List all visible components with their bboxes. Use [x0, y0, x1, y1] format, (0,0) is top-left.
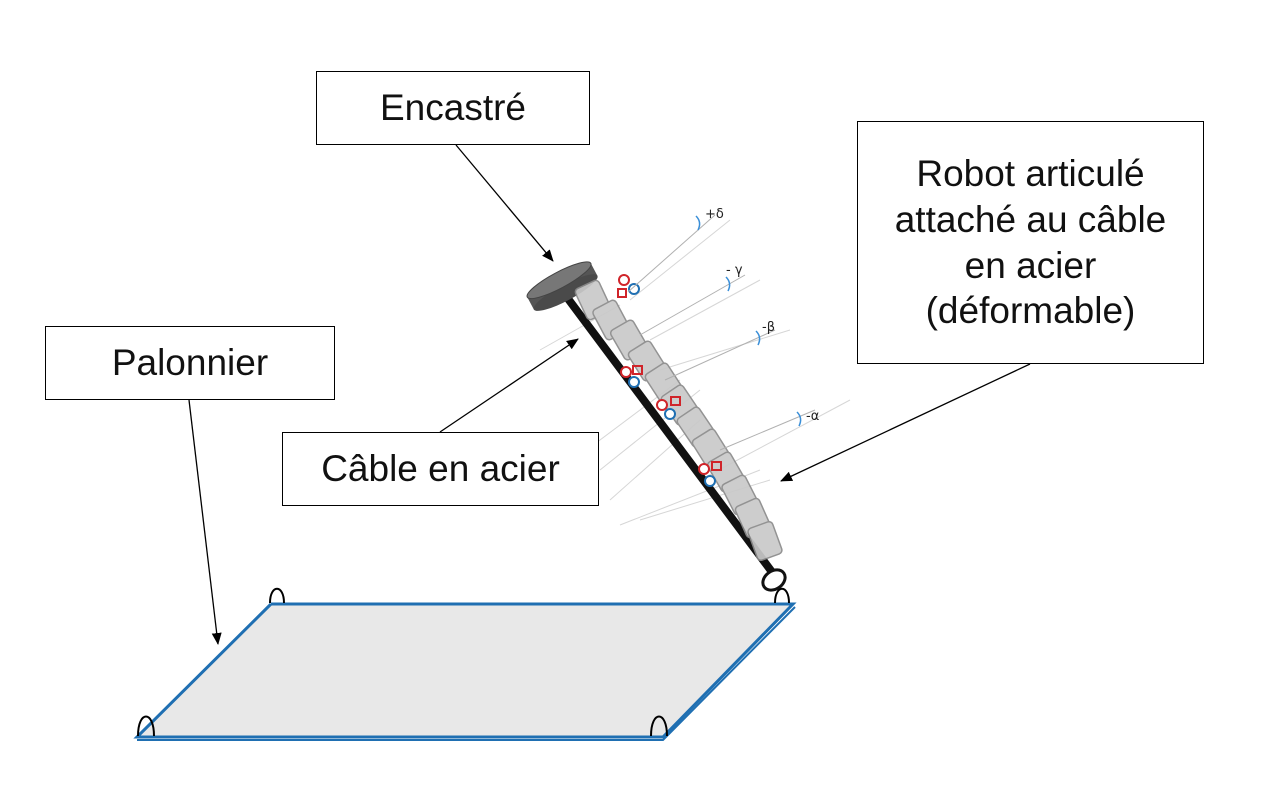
arrow-palonnier [188, 399, 222, 645]
actuator-blue [628, 376, 640, 388]
label-encastre-text: Encastré [379, 87, 526, 129]
label-palonnier-text: Palonnier [111, 342, 269, 384]
actuator-blue [704, 475, 716, 487]
label-robot-line-3: en acier [964, 244, 1097, 286]
angle-arc-alpha [796, 411, 802, 427]
label-cable-text: Câble en acier [321, 448, 560, 490]
steel-cable [556, 284, 776, 576]
actuator-red [618, 274, 630, 286]
actuator-red [698, 463, 710, 475]
label-robot-line-1: Robot articulé [916, 152, 1145, 194]
label-encastre: Encastré [316, 71, 590, 145]
angle-label-gamma: - γ [726, 263, 743, 278]
angle-label-alpha: -α [806, 409, 819, 424]
actuator-red [656, 399, 668, 411]
palonnier-plate [133, 587, 797, 741]
angle-label-delta: +δ [705, 207, 724, 222]
callout-arrows [188, 144, 1031, 645]
actuator-blue [664, 408, 676, 420]
arrow-encastre [455, 144, 554, 262]
angle-label-beta: -β [762, 320, 775, 335]
angle-arc-gamma [725, 276, 731, 292]
lifting-loop [269, 587, 285, 604]
encastre-anchor [526, 261, 598, 311]
arrow-cable [439, 338, 579, 433]
label-palonnier: Palonnier [45, 326, 335, 400]
arrow-robot [780, 363, 1031, 482]
label-cable: Câble en acier [282, 432, 599, 506]
robot-segments [574, 279, 783, 562]
actuator-blue [628, 283, 640, 295]
label-robot: Robot articulé attaché au câble en acier… [857, 121, 1204, 364]
actuator-red [620, 366, 632, 378]
lifting-loop [650, 715, 668, 737]
lifting-loop [137, 715, 155, 737]
label-robot-line-2: attaché au câble [894, 198, 1167, 240]
actuator-markers [617, 274, 722, 487]
label-robot-line-4: (déformable) [925, 290, 1136, 332]
angle-arc-beta [755, 330, 761, 346]
lifting-loop [774, 587, 790, 604]
angle-indicators: +δ - γ -β -α [627, 207, 819, 451]
cable-shackle [761, 568, 787, 592]
angle-arc-delta [695, 215, 701, 231]
